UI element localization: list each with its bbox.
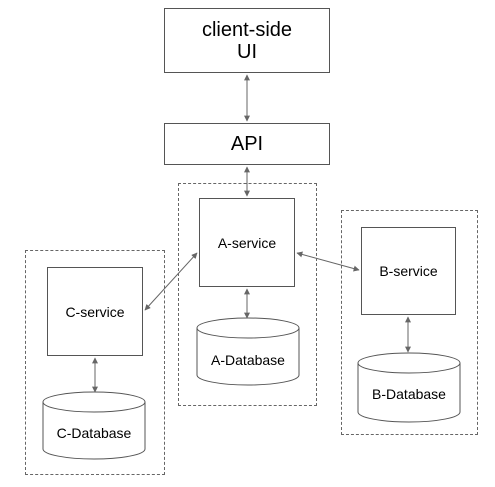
client-ui-node: client-side UI bbox=[164, 8, 330, 73]
c-service-label: C-service bbox=[65, 303, 125, 320]
group-c bbox=[25, 250, 165, 475]
b-database-node bbox=[357, 352, 461, 423]
edge-a-service-c-service bbox=[144, 252, 198, 311]
b-database-label: B-Database bbox=[372, 386, 446, 402]
a-service-label: A-service bbox=[217, 234, 277, 251]
b-service-node: B-service bbox=[361, 227, 456, 315]
c-database-label: C-Database bbox=[56, 425, 132, 441]
client-ui-label-line1: client-side bbox=[201, 18, 293, 41]
a-service-node: A-service bbox=[199, 198, 295, 287]
edge-a-service-b-service bbox=[296, 251, 360, 272]
client-ui-label-line2: UI bbox=[237, 40, 257, 63]
c-service-node: C-service bbox=[47, 267, 143, 356]
b-service-label: B-service bbox=[379, 263, 438, 279]
c-database-node bbox=[42, 391, 146, 460]
group-b bbox=[341, 210, 478, 435]
api-label: API bbox=[230, 132, 264, 155]
a-database-label: A-Database bbox=[211, 352, 285, 368]
a-database-node bbox=[196, 317, 300, 386]
api-node: API bbox=[164, 123, 330, 165]
